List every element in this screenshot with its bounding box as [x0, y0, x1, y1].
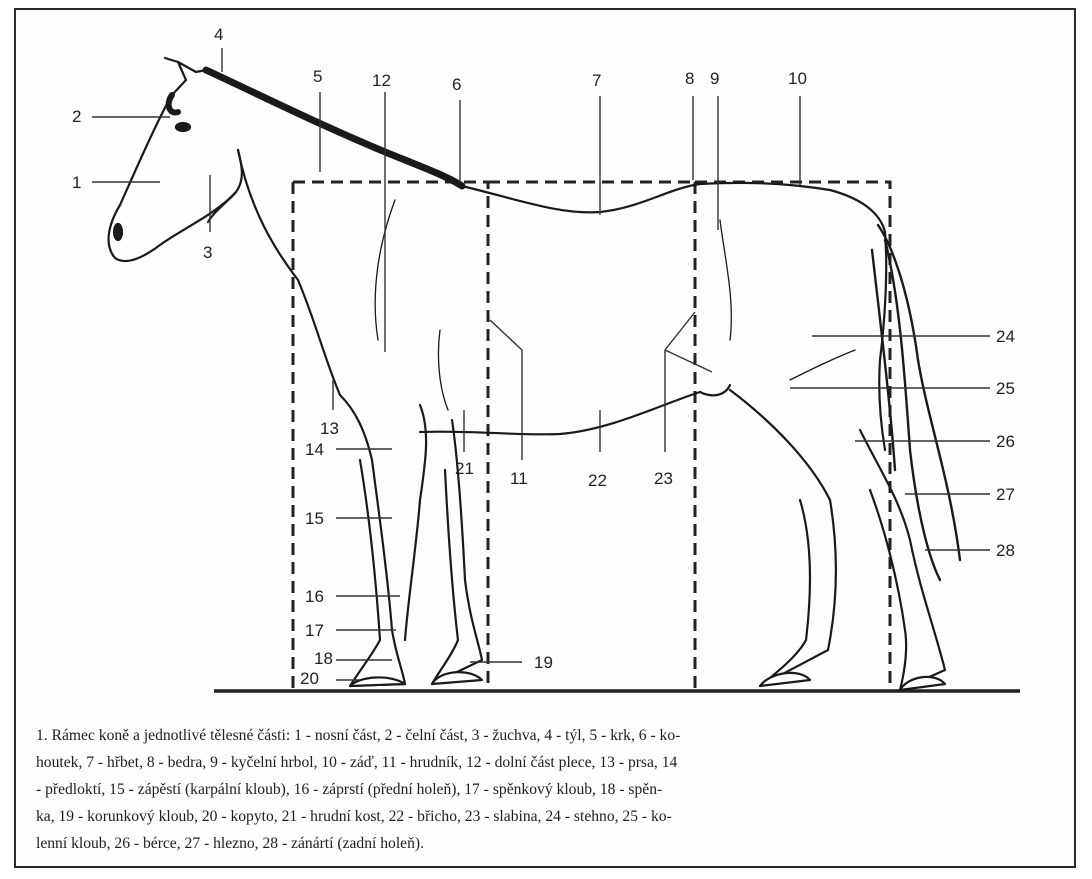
- horse-back: [462, 183, 885, 232]
- horse-front-leg-near-rear: [405, 405, 426, 640]
- label-26: 26: [996, 432, 1015, 451]
- horse-hoof-1: [350, 677, 405, 686]
- label-4: 4: [214, 25, 223, 44]
- horse-mane: [206, 70, 462, 186]
- dashed-frame: [293, 182, 890, 691]
- figure-caption: 1. Rámec koně a jednotlivé tělesné části…: [36, 722, 1066, 857]
- horse-hind-leg-near: [730, 390, 836, 686]
- caption-line-3: - předloktí, 15 - zápěstí (karpální klou…: [36, 776, 1066, 803]
- dashed-rear-box: [695, 182, 890, 691]
- label-27: 27: [996, 485, 1015, 504]
- horse-sheath: [700, 385, 730, 395]
- horse-eye: [176, 123, 190, 131]
- label-9: 9: [710, 69, 719, 88]
- label-19: 19: [534, 653, 553, 672]
- horse-hoof-3: [760, 673, 810, 686]
- horse-ear: [165, 58, 206, 72]
- label-12: 12: [372, 71, 391, 90]
- leader-11: [490, 320, 522, 460]
- label-5: 5: [313, 67, 322, 86]
- horse-nostril: [114, 224, 122, 240]
- horse-outline: [109, 58, 960, 690]
- label-6: 6: [452, 75, 461, 94]
- part-numbers: 1 2 3 4 5 6 7 8 9 10 11 12 13 14 15 16 1…: [72, 25, 1015, 688]
- label-10: 10: [788, 69, 807, 88]
- horse-shoulder-detail: [375, 200, 855, 410]
- label-8: 8: [685, 69, 694, 88]
- horse-jaw: [208, 192, 236, 222]
- label-18: 18: [314, 649, 333, 668]
- label-1: 1: [72, 173, 81, 192]
- horse-head: [109, 62, 242, 261]
- label-22: 22: [588, 471, 607, 490]
- label-23: 23: [654, 469, 673, 488]
- caption-line-1: 1. Rámec koně a jednotlivé tělesné části…: [36, 722, 1066, 749]
- horse-forelock: [169, 95, 178, 113]
- label-7: 7: [592, 71, 601, 90]
- label-2: 2: [72, 107, 81, 126]
- leader-lines: [92, 48, 990, 680]
- label-14: 14: [305, 440, 324, 459]
- label-25: 25: [996, 379, 1015, 398]
- horse-hoof-4: [900, 677, 945, 690]
- label-17: 17: [305, 621, 324, 640]
- caption-line-2: houtek, 7 - hřbet, 8 - bedra, 9 - kyčeln…: [36, 749, 1066, 776]
- horse-front-leg-near: [340, 395, 405, 686]
- label-20: 20: [300, 669, 319, 688]
- label-28: 28: [996, 541, 1015, 560]
- label-16: 16: [305, 587, 324, 606]
- label-11: 11: [510, 469, 528, 488]
- label-15: 15: [305, 509, 324, 528]
- caption-line-5: lenní kloub, 26 - bérce, 27 - hlezno, 28…: [36, 830, 1066, 857]
- label-24: 24: [996, 327, 1015, 346]
- horse-neck-front: [238, 150, 340, 395]
- horse-belly: [420, 392, 700, 434]
- caption-line-4: ka, 19 - korunkový kloub, 20 - kopyto, 2…: [36, 803, 1066, 830]
- label-3: 3: [203, 243, 212, 262]
- label-13: 13: [320, 419, 339, 438]
- leader-23: [665, 312, 712, 452]
- label-21: 21: [455, 459, 474, 478]
